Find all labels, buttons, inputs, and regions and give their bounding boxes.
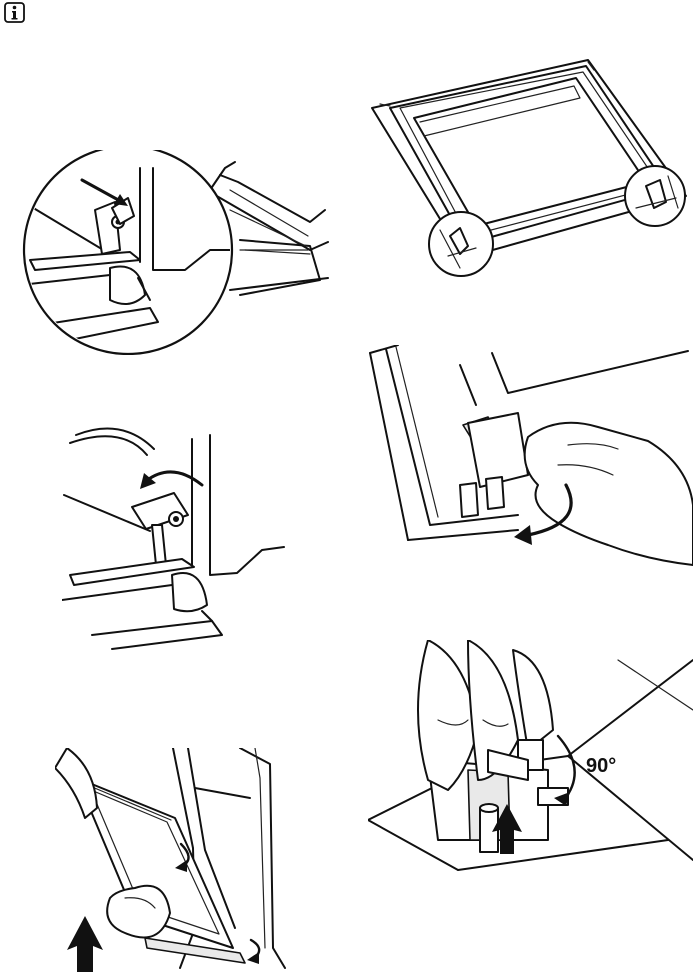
info-icon xyxy=(4,2,25,23)
figure-hinge-lever-closeup xyxy=(10,150,335,355)
figure-glass-panel-clips xyxy=(368,58,693,283)
figure-hinge-lever-rotate xyxy=(62,425,292,655)
rotation-angle-label: 90° xyxy=(586,755,616,777)
figure-clip-rotate-90: 90° xyxy=(368,640,693,875)
figure-clip-release-hand xyxy=(368,345,693,580)
figure-door-lift-out xyxy=(55,748,295,973)
